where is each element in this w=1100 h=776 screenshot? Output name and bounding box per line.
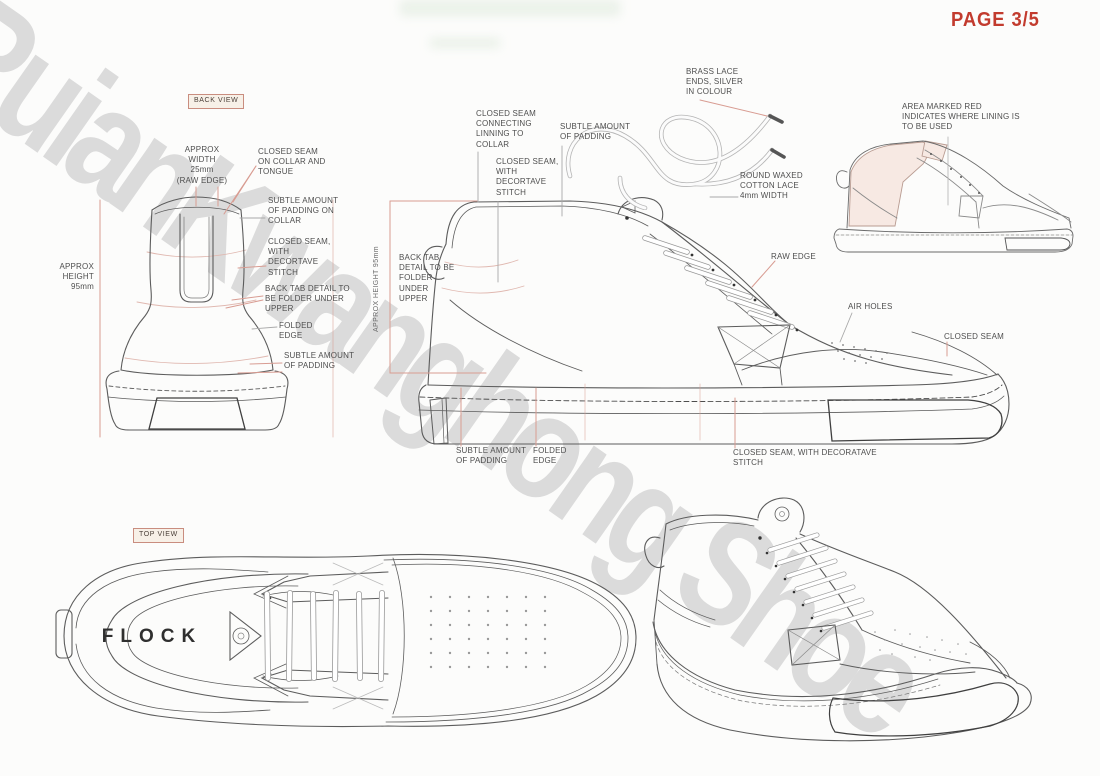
top-view-tag: TOP VIEW [133,528,184,543]
annotation-closed-seam-collar: CLOSED SEAM ON COLLAR AND TONGUE [258,147,326,177]
annotation-lining-seam: CLOSED SEAM CONNECTING LINNING TO COLLAR [476,109,536,149]
annotation-padding-collar: SUBTLE AMOUNT OF PADDING ON COLLAR [268,196,339,226]
annotation-cotton-lace: ROUND WAXED COTTON LACE 4mm WIDTH [740,171,803,201]
annotation-padding-bottom: SUBTLE AMOUNT OF PADDING [456,446,527,466]
back-view-tag: BACK VIEW [188,94,245,109]
shoelace-drawing [565,113,786,210]
brand-label: FLOCK [102,626,202,647]
scan-smudge [400,0,620,16]
annotation-lining-area: AREA MARKED RED INDICATES WHERE LINING I… [902,102,1020,132]
annotation-folded-edge-side: FOLDED EDGE [533,446,567,466]
annotation-back-tab-side: BACK TAB DETAIL TO BE FOLDER UNDER UPPER [399,253,455,303]
annotation-decorative-stitch: CLOSED SEAM, WITH DECORTAVE STITCH [268,237,331,277]
annotation-approx-height-vertical: APPROX HEIGHT 95mm [373,246,380,333]
perspective-view-drawing [644,497,1032,742]
lining-view-drawing [833,140,1074,253]
annotation-padding-top: SUBTLE AMOUNT OF PADDING [560,122,631,142]
annotation-approx-width: APPROX WIDTH 25mm (RAW EDGE) [176,145,228,185]
annotation-decorative-stitch-long: CLOSED SEAM, WITH DECORATAVE STITCH [733,448,877,468]
annotation-approx-height: APPROX HEIGHT 95mm [59,262,94,292]
top-view-drawing: FLOCK [55,553,637,728]
annotation-brass-lace: BRASS LACE ENDS, SILVER IN COLOUR [686,67,743,97]
annotation-closed-seam: CLOSED SEAM [944,332,1004,341]
scan-smudge [430,38,500,48]
page-number: PAGE 3/5 [951,9,1040,31]
back-view-drawing [105,196,289,431]
annotation-padding: SUBTLE AMOUNT OF PADDING [284,351,355,371]
annotation-folded-edge: FOLDED EDGE [279,321,313,341]
annotation-back-tab: BACK TAB DETAIL TO BE FOLDER UNDER UPPER [265,284,350,314]
annotation-decorative-stitch-left: CLOSED SEAM, WITH DECORTAVE STITCH [496,157,559,197]
annotation-air-holes: AIR HOLES [848,302,893,311]
annotation-raw-edge: RAW EDGE [771,252,816,261]
side-view-drawing [418,197,1010,445]
